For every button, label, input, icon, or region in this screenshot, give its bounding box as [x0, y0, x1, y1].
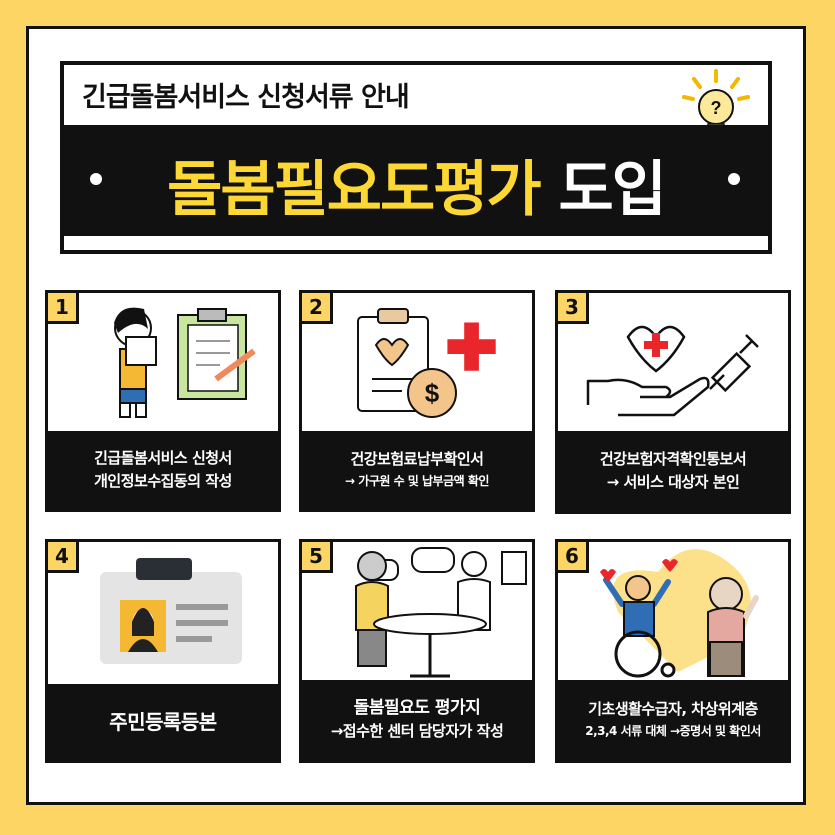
- caption-line2: 개인정보수집동의 작성: [94, 472, 232, 490]
- caption-line1: 긴급돌봄서비스 신청서: [94, 449, 232, 467]
- svg-text:$: $: [425, 378, 440, 408]
- card-caption: 주민등록등본: [48, 684, 278, 760]
- card-number: 6: [555, 539, 589, 573]
- caption-line1: 기초생활수급자, 차상위계층: [588, 700, 758, 718]
- card-caption: 돌봄필요도 평가지 →접수한 센터 담당자가 작성: [302, 680, 532, 760]
- title-highlight: 돌봄필요도평가: [167, 155, 541, 225]
- hand-heart-syringe-illustration: [586, 325, 759, 417]
- consultation-illustration: [355, 547, 527, 678]
- card-number: 5: [299, 539, 333, 573]
- banner-dot-right: [728, 173, 740, 185]
- card-caption: 긴급돌봄서비스 신청서 개인정보수집동의 작성: [48, 431, 278, 509]
- title-white: 도입: [558, 155, 666, 225]
- child-clipboard-illustration: [114, 307, 256, 418]
- caption-line2: → 서비스 대상자 본인: [606, 473, 740, 491]
- card-5: 5 돌봄필요도 평가지 →접수한 센터 담당자가 작성: [299, 539, 535, 763]
- caption-line1: 돌봄필요도 평가지: [353, 698, 481, 718]
- caption-line2: → 가구원 수 및 납부금액 확인: [345, 474, 489, 488]
- document-money-illustration: $: [357, 308, 496, 418]
- card-1: 1 긴급돌봄서비스 신청서 개인정보수집동의 작성: [45, 290, 281, 512]
- card-2: $ 2 건강보험료납부확인서 → 가구원 수 및 납부금액 확인: [299, 290, 535, 512]
- card-3: 3 건강보험자격확인통보서 → 서비스 대상자 본인: [555, 290, 791, 514]
- header-subtitle: 긴급돌봄서비스 신청서류 안내: [82, 82, 410, 113]
- caption-line1: 건강보험료납부확인서: [350, 450, 484, 468]
- card-number: 3: [555, 290, 589, 324]
- title-banner: 돌봄필요도평가 도입: [60, 125, 772, 236]
- id-card-icon: [100, 558, 242, 664]
- caption-line1: 건강보험자격확인통보서: [599, 450, 747, 468]
- card-caption: 기초생활수급자, 차상위계층 2,3,4 서류 대체 →증명서 및 확인서: [558, 680, 788, 760]
- card-caption: 건강보험자격확인통보서 → 서비스 대상자 본인: [558, 431, 788, 511]
- card-4: 4 주민등록등본: [45, 539, 281, 763]
- caption-line1: 주민등록등본: [109, 709, 217, 734]
- page-title: 돌봄필요도평가 도입: [60, 141, 772, 228]
- card-caption: 건강보험료납부확인서 → 가구원 수 및 납부금액 확인: [302, 431, 532, 509]
- card-number: 4: [45, 539, 79, 573]
- header-box: 긴급돌봄서비스 신청서류 안내 ? 돌봄필요도평가 도입: [60, 61, 772, 254]
- card-number: 1: [45, 290, 79, 324]
- svg-text:?: ?: [711, 98, 722, 118]
- caption-line2: →접수한 센터 담당자가 작성: [330, 722, 504, 740]
- wheelchair-elderly-illustration: [600, 549, 759, 678]
- caption-line2: 2,3,4 서류 대체 →증명서 및 확인서: [585, 724, 761, 738]
- banner-dot-left: [90, 173, 102, 185]
- card-6: 6 기초생활수급자, 차상위계층 2,3,4 서류 대체 →증명서 및 확인서: [555, 539, 791, 763]
- card-number: 2: [299, 290, 333, 324]
